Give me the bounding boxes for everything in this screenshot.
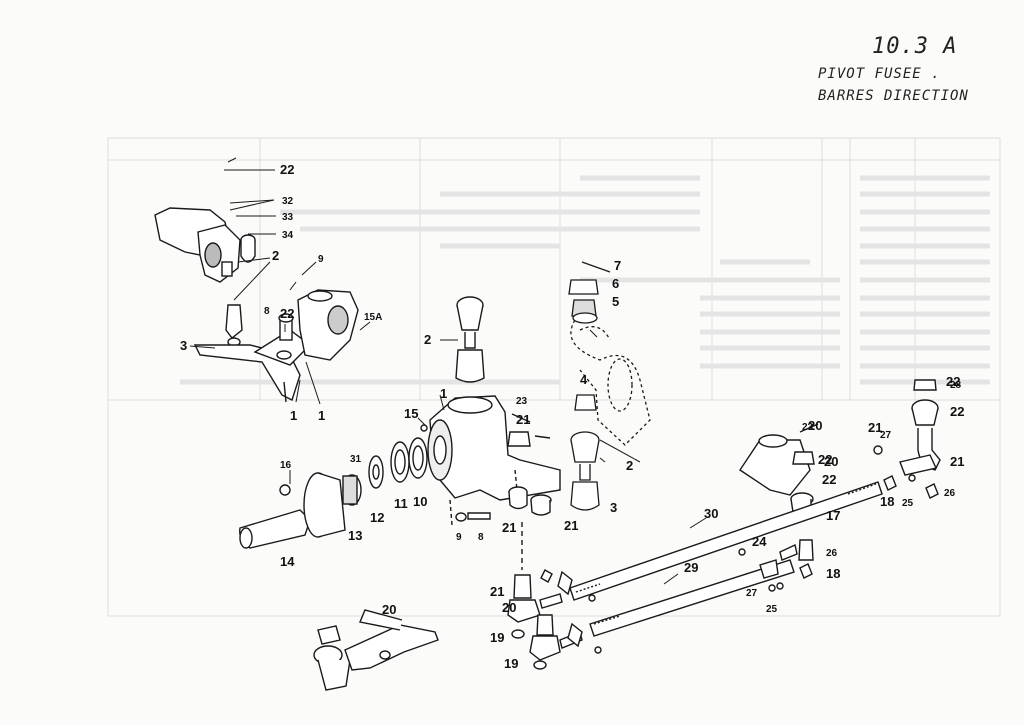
tie-rods [569, 481, 883, 637]
callout-21: 21 [950, 454, 964, 469]
callout-25: 25 [766, 604, 778, 615]
callout-23: 23 [0, 0, 12, 3]
callout-18: 18 [826, 566, 840, 581]
callout-7: 7 [614, 258, 621, 273]
callout-32: 32 [282, 196, 294, 207]
callout-4: 4 [580, 372, 588, 387]
callout-30: 30 [704, 506, 718, 521]
callout-14: 14 [280, 554, 295, 569]
callout-31: 31 [350, 454, 362, 465]
right-steering-arm [739, 423, 881, 516]
callout-33: 33 [282, 212, 294, 223]
callout-3: 3 [180, 338, 187, 353]
callout-18: 18 [880, 494, 894, 509]
section-code: 10.3 A [872, 34, 958, 59]
callout-15: 15 [404, 406, 418, 421]
callout-34: 34 [282, 230, 294, 241]
callout-2: 2 [424, 332, 431, 347]
callout-20: 20 [382, 602, 396, 617]
callout-27: 27 [880, 430, 892, 441]
callout-21: 21 [516, 412, 530, 427]
callout-1: 1 [318, 408, 325, 423]
upper-left-knuckle-assembly [154, 207, 359, 403]
section-title-line2: BARRES DIRECTION [818, 88, 969, 104]
tie-rod-end-30 [313, 609, 439, 691]
callout-22: 22 [280, 162, 294, 177]
section-title-line1: PIVOT FUSEE . [818, 66, 941, 82]
dotted-ghost-knuckle [570, 319, 651, 446]
callout-8: 8 [478, 532, 484, 543]
callout-21: 21 [502, 520, 516, 535]
callout-22: 22 [822, 472, 836, 487]
callout-15A: 15A [364, 312, 382, 323]
callout-8: 8 [264, 306, 270, 317]
callout-22: 22 [946, 374, 960, 389]
lower-tie-rod-ends [507, 539, 814, 670]
callout-23: 23 [802, 422, 814, 433]
callout-23: 23 [516, 396, 528, 407]
callout-3: 3 [610, 500, 617, 515]
callout-20: 20 [824, 454, 838, 469]
callout-21: 21 [868, 420, 882, 435]
callout-1: 1 [290, 408, 297, 423]
callout-29: 29 [684, 560, 698, 575]
callout-10: 10 [413, 494, 427, 509]
callout-26: 26 [826, 548, 838, 559]
callout-28: 28 [950, 380, 962, 391]
callout-12: 12 [370, 510, 384, 525]
callout-2: 2 [626, 458, 633, 473]
upper-pivot-stack [568, 261, 611, 511]
callout-17: 17 [826, 508, 840, 523]
callout-19: 19 [504, 656, 518, 671]
callout-20: 20 [502, 600, 516, 615]
callout-5: 5 [612, 294, 619, 309]
callout-24: 24 [752, 534, 767, 549]
callout-25: 25 [902, 498, 914, 509]
callout-2: 2 [272, 248, 279, 263]
right-tie-rod-end [873, 379, 941, 499]
leader-lines [189, 157, 707, 585]
callout-22: 22 [280, 306, 294, 321]
callout-1: 1 [440, 386, 447, 401]
callout-21: 21 [564, 518, 578, 533]
callout-9: 9 [318, 254, 324, 265]
callout-22: 22 [950, 404, 964, 419]
center-hub-assembly [239, 296, 561, 570]
callout-13: 13 [348, 528, 362, 543]
callout-19: 19 [490, 630, 504, 645]
callout-16: 16 [280, 460, 292, 471]
callout-9: 9 [456, 532, 462, 543]
bleed-through-rows [180, 175, 990, 385]
callout-6: 6 [612, 276, 619, 291]
bleed-through-table [107, 137, 1001, 617]
callout-27: 27 [746, 588, 758, 599]
callout-26: 26 [944, 488, 956, 499]
callout-11: 11 [394, 496, 408, 511]
callout-21: 21 [490, 584, 504, 599]
callout-22: 22 [818, 452, 832, 467]
callout-20: 20 [808, 418, 822, 433]
